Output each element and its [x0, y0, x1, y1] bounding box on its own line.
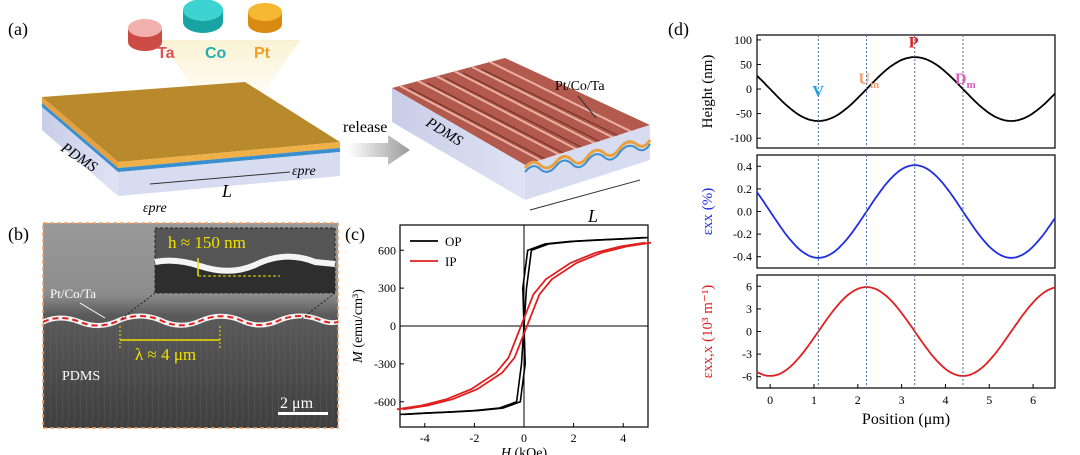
position-x-tick-label: 3: [899, 393, 905, 407]
mh-y-axis-label: M (emu/cm³): [351, 289, 366, 364]
position-x-tick-label: 0: [767, 393, 773, 407]
mh-x-tick-label: 4: [620, 431, 626, 445]
panel-a: (a) Ta Co Pt: [8, 0, 652, 226]
release-arrow: [348, 135, 410, 165]
marker-label-u: Um: [859, 71, 880, 91]
position-x-tick-label: 6: [1030, 393, 1036, 407]
pt-label: Pt: [254, 45, 271, 62]
height-y-tick-label: 50: [740, 57, 752, 71]
height-label: h ≈ 150 nm: [168, 233, 246, 252]
height-y-tick-label: -50: [736, 107, 752, 121]
marker-label-v: V: [812, 83, 824, 100]
inset-connector-right: [299, 292, 336, 321]
length-bar: [149, 171, 291, 185]
mh-x-tick-label: 2: [571, 431, 577, 445]
gradient-y-axis-label: εxx,x (10³ m⁻¹): [700, 285, 716, 379]
wavelength-label: λ ≈ 4 μm: [135, 345, 196, 364]
marker-label-d: Dm: [955, 71, 976, 91]
gradient-y-tick-label: 3: [746, 302, 752, 316]
height-plot-frame: [756, 34, 1056, 149]
mh-y-tick-label: 600: [378, 243, 396, 257]
strain-y-tick-label: 0.0: [737, 205, 752, 219]
mh-y-tick-label: 0: [390, 319, 396, 333]
mh-y-tick-label: -300: [374, 357, 396, 371]
ta-target: [128, 19, 162, 51]
panel-a-label: (a): [8, 19, 28, 40]
height-y-axis-label: Height (nm): [700, 55, 716, 129]
scale-bar: [278, 412, 328, 415]
film-label: Pt/Co/Ta: [50, 286, 96, 301]
panel-c-label: (c): [345, 224, 365, 245]
pdms-label-sem: PDMS: [62, 369, 100, 384]
strain-y-tick-label: 0.4: [737, 159, 752, 173]
inset-film: [154, 253, 336, 274]
height-y-tick-label: -100: [730, 131, 752, 145]
wave-profile: [42, 315, 339, 327]
stack-label: Pt/Co/Ta: [555, 79, 605, 94]
length-bar-wrinkled: [529, 179, 641, 211]
ip-loop-descending: [396, 241, 646, 411]
co-target: [183, 0, 223, 33]
inset-connector-left: [119, 292, 156, 321]
panel-d-label: (d): [668, 19, 689, 40]
panel-c: (c) -4 -2 0 2 4 -600 -300 0 300 600 OP IP H (kOe) M (…: [345, 224, 652, 455]
position-x-tick-label: 1: [811, 393, 817, 407]
height-curve: [756, 56, 1056, 122]
length-label-wrinkled: L: [587, 206, 598, 226]
ip-loop-ascending: [402, 241, 652, 411]
mh-y-tick-label: 300: [378, 281, 396, 295]
position-x-tick-label: 4: [942, 393, 948, 407]
legend-label-op: OP: [445, 234, 462, 249]
film-pointer: [79, 302, 106, 319]
height-y-tick-label: 100: [734, 33, 752, 47]
wrinkled-substrate: [392, 58, 652, 200]
inset-substrate: [155, 256, 335, 293]
marker-label-p: P: [909, 34, 919, 51]
mh-chart: -4 -2 0 2 4 -600 -300 0 300 600 OP IP H (kOe) M (emu/…: [351, 224, 652, 455]
position-x-tick-label: 5: [986, 393, 992, 407]
legend-label-ip: IP: [445, 254, 457, 269]
release-label: release: [343, 119, 387, 136]
ta-label: Ta: [157, 45, 175, 62]
mh-x-tick-label: -2: [469, 431, 479, 445]
strain-curve: [756, 164, 1056, 259]
gradient-curve: [756, 286, 1056, 377]
height-y-tick-label: 0: [746, 82, 752, 96]
panel-b-label: (b): [8, 224, 29, 245]
scale-label: 2 μm: [280, 395, 314, 412]
position-x-axis-label: Position (μm): [862, 411, 950, 428]
pt-target: [248, 3, 282, 33]
strain-y-tick-label: 0.2: [737, 182, 752, 196]
gradient-y-tick-label: -3: [742, 347, 752, 361]
prestrain-label-left: εpre: [143, 201, 167, 216]
prestrain-label-right: εpre: [292, 164, 316, 179]
panel-b: (b) h ≈ 150 nm Pt/Co/Ta λ ≈ 4 μm PDMS 2 …: [8, 222, 339, 429]
strain-y-axis-label: εxx (%): [700, 188, 716, 236]
mh-x-axis-label: H (kOe): [500, 446, 548, 455]
gradient-y-tick-label: 0: [746, 325, 752, 339]
flat-substrate: [42, 82, 340, 196]
mh-x-tick-label: -4: [420, 431, 430, 445]
stack-pointer: [577, 95, 597, 119]
gradient-y-tick-label: 6: [746, 279, 752, 293]
length-label-flat: L: [221, 181, 232, 201]
gradient-y-tick-label: -6: [742, 370, 752, 384]
sem-texture: [43, 320, 338, 428]
strain-y-tick-label: -0.4: [733, 250, 752, 264]
co-label: Co: [205, 45, 227, 62]
mh-x-tick-label: 0: [521, 431, 527, 445]
op-loop-descending: [399, 236, 645, 416]
strain-y-tick-label: -0.2: [733, 227, 752, 241]
position-x-tick-label: 2: [855, 393, 861, 407]
mh-y-tick-label: -600: [374, 395, 396, 409]
